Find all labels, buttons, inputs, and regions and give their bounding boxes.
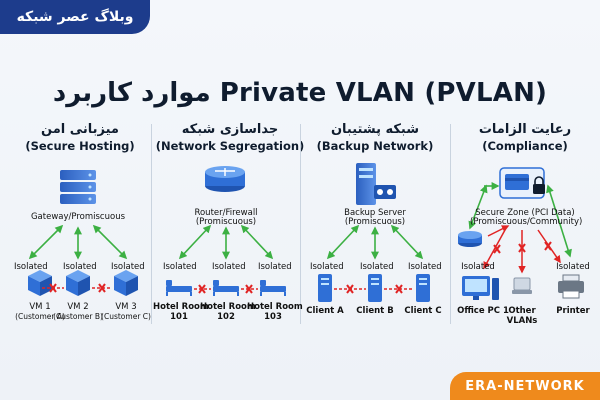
col3-title-fa: شبکه پشتیبان xyxy=(330,122,420,137)
bed-icon xyxy=(166,280,192,296)
room103-name: Hotel Room xyxy=(247,302,303,312)
backup-server-icon xyxy=(356,163,396,205)
blog-name-badge: وبلاگ عصر شبکه xyxy=(0,0,150,34)
col1-title-fa: میزبانی امن xyxy=(41,122,119,137)
vm2-name: VM 2 xyxy=(67,302,89,312)
center-node-role: (Promiscuous/Community) xyxy=(470,217,583,227)
bed-icon xyxy=(260,280,286,296)
col2-title: جداسازی شبکه (Network Segregation) xyxy=(155,121,305,155)
col3-title: شبکه پشتیبان (Backup Network) xyxy=(300,121,450,155)
isolated-label: Isolated xyxy=(258,262,292,272)
page-title: موارد کاربرد Private VLAN (PVLAN) xyxy=(52,78,548,108)
column-divider xyxy=(450,124,451,324)
room103-number: 103 xyxy=(264,312,282,322)
bed-icon xyxy=(213,280,239,296)
col2-title-fa: جداسازی شبکه xyxy=(181,122,279,137)
desktop-tower-icon xyxy=(368,274,382,302)
center-node-role: (Promiscuous) xyxy=(195,217,257,227)
col4-title: رعایت الزامات (Compliance) xyxy=(450,121,600,155)
column-divider xyxy=(151,124,152,324)
vm-cube-icon xyxy=(28,270,52,296)
secure-zone-icon xyxy=(499,167,545,199)
room101-name: Hotel Room xyxy=(153,302,209,312)
center-node-label: Secure Zone (PCI Data) xyxy=(475,208,575,218)
isolated-label: Isolated xyxy=(556,262,590,272)
client-c-name: Client C xyxy=(404,306,442,316)
other-vlans-name: Other xyxy=(508,306,536,316)
isolated-label: Isolated xyxy=(360,262,394,272)
isolated-label: Isolated xyxy=(14,262,48,272)
vm1-owner: (Customer A) xyxy=(15,312,65,321)
col1-title: میزبانی امن (Secure Hosting) xyxy=(5,121,155,155)
office-pc-icon xyxy=(462,276,499,300)
vm-cube-icon xyxy=(66,270,90,296)
isolated-label: Isolated xyxy=(461,262,495,272)
isolated-label: Isolated xyxy=(111,262,145,272)
room102-name: Hotel Room xyxy=(200,302,256,312)
other-vlans-sub: VLANs xyxy=(506,316,538,326)
office-pc-name: Office PC 1 xyxy=(457,306,509,316)
center-node-label: Router/Firewall xyxy=(194,208,258,218)
col1-title-en: (Secure Hosting) xyxy=(25,139,135,153)
vm3-name: VM 3 xyxy=(115,302,137,312)
room101-number: 101 xyxy=(170,312,188,322)
router-icon xyxy=(458,231,482,247)
server-rack-icon xyxy=(60,170,96,204)
printer-name: Printer xyxy=(556,306,590,316)
isolated-label: Isolated xyxy=(310,262,344,272)
col3-title-en: (Backup Network) xyxy=(316,139,434,153)
desktop-tower-icon xyxy=(416,274,430,302)
col4-title-fa: رعایت الزامات xyxy=(478,122,572,137)
isolated-label: Isolated xyxy=(63,262,97,272)
router-icon xyxy=(205,166,245,192)
room102-number: 102 xyxy=(217,312,235,322)
isolated-label: Isolated xyxy=(408,262,442,272)
col4-title-en: (Compliance) xyxy=(482,139,568,153)
desktop-tower-icon xyxy=(318,274,332,302)
isolated-label: Isolated xyxy=(163,262,197,272)
center-node-label: Gateway/Promiscuous xyxy=(30,212,126,222)
center-node-role: (Promiscuous) xyxy=(344,217,406,227)
vm-cube-icon xyxy=(114,270,138,296)
column-divider xyxy=(300,124,301,324)
client-b-name: Client B xyxy=(356,306,394,316)
vm3-owner: (Customer C) xyxy=(101,312,151,321)
isolated-label: Isolated xyxy=(212,262,246,272)
vm1-name: VM 1 xyxy=(29,302,51,312)
brand-badge: ERA-NETWORK xyxy=(450,372,600,400)
client-a-name: Client A xyxy=(306,306,344,316)
col2-title-en: (Network Segregation) xyxy=(155,139,305,153)
center-node-label: Backup Server xyxy=(344,208,406,218)
printer-icon xyxy=(558,274,584,299)
other-vlans-icon xyxy=(512,277,532,294)
vm2-owner: (Customer B) xyxy=(53,312,103,321)
